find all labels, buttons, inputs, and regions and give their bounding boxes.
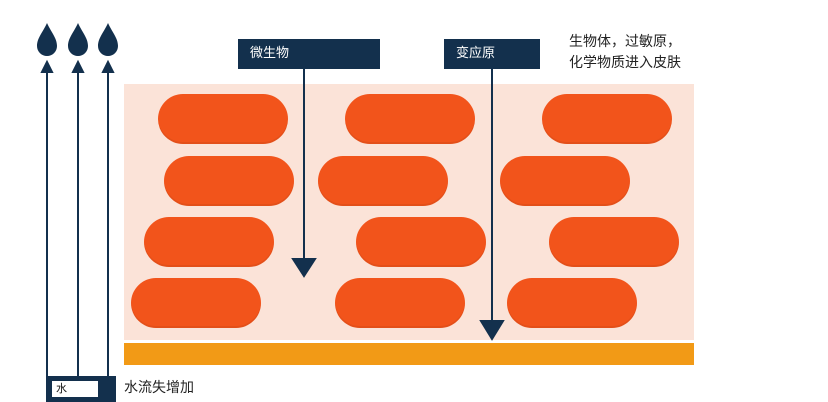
skin-cell <box>318 156 448 206</box>
microbe-label-text: 微生物 <box>250 46 290 61</box>
skin-cell <box>164 156 294 206</box>
water-label: 水 <box>52 381 98 397</box>
skin-cell <box>345 94 475 144</box>
water-label-box: 水 <box>46 376 116 402</box>
skin-cell <box>144 217 274 267</box>
skin-cell <box>356 217 486 267</box>
allergen-entry-arrow <box>479 68 505 341</box>
water-drop-icon <box>68 23 88 56</box>
skin-cell <box>335 278 465 328</box>
water-loss-arrow <box>71 59 85 400</box>
entry-caption-line2: 化学物质进入皮肤 <box>569 55 681 71</box>
entry-caption-line1: 生物体，过敏原， <box>569 34 681 50</box>
water-drop-icon <box>37 23 57 56</box>
water-loss-caption: 水流失增加 <box>124 380 194 396</box>
microbe-entry-arrow <box>291 68 317 278</box>
skin-cell <box>507 278 637 328</box>
water-loss-arrow <box>40 59 54 400</box>
skin-cell <box>542 94 672 144</box>
allergen-label: 变应原 <box>444 39 540 69</box>
water-drop-icon <box>98 23 118 56</box>
allergen-label-text: 变应原 <box>456 46 496 61</box>
base-layer <box>124 343 694 365</box>
skin-cell <box>158 94 288 144</box>
microbe-label: 微生物 <box>238 39 380 69</box>
water-loss-arrow <box>101 59 115 400</box>
skin-cell <box>131 278 261 328</box>
skin-cell <box>500 156 630 206</box>
skin-cell <box>549 217 679 267</box>
